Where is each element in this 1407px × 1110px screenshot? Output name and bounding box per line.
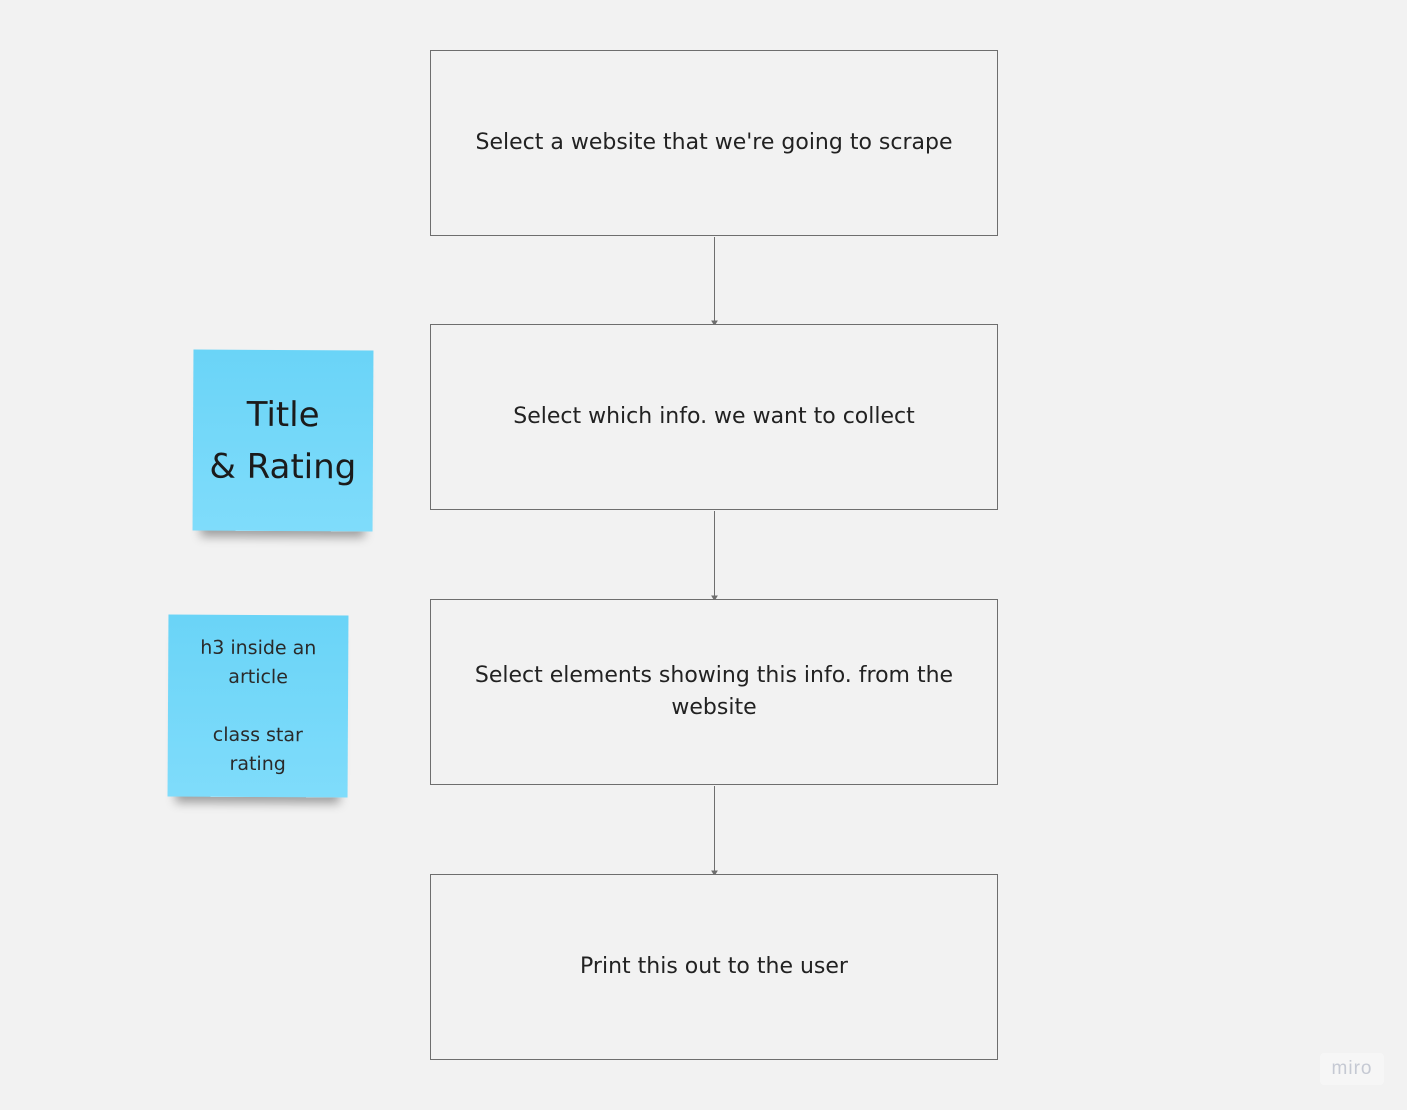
sticky-note-selectors[interactable]: h3 inside an article class star rating [167, 614, 349, 798]
step-label: Select which info. we want to collect [513, 404, 915, 429]
flowchart-step-select-website[interactable]: Select a website that we're going to scr… [430, 50, 998, 236]
step-label: Print this out to the user [580, 954, 848, 979]
miro-watermark: miro [1320, 1053, 1384, 1085]
sticky-note-text: h3 inside an article class star rating [200, 636, 317, 775]
flowchart-step-select-elements[interactable]: Select elements showing this info. from … [430, 599, 998, 785]
sticky-note-text: Title & Rating [209, 394, 357, 487]
miro-logo-text: miro [1331, 1058, 1373, 1079]
step-label: Select elements showing this info. from … [474, 663, 954, 720]
sticky-note-title-rating[interactable]: Title & Rating [192, 349, 374, 532]
flowchart-step-print-output[interactable]: Print this out to the user [430, 874, 998, 1060]
step-label: Select a website that we're going to scr… [475, 130, 953, 155]
flowchart-step-select-info[interactable]: Select which info. we want to collect [430, 324, 998, 510]
